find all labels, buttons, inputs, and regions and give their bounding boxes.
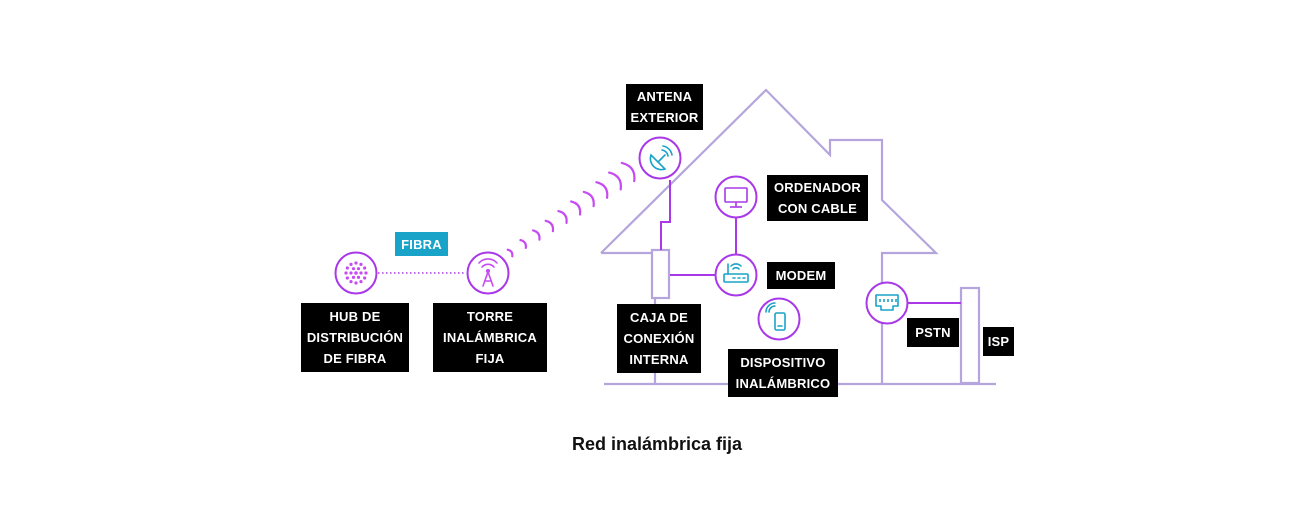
satellite-dish-icon: [638, 136, 682, 180]
hub-dot: [359, 262, 363, 266]
label-isp: ISP: [983, 327, 1014, 356]
label-dispositivo: DISPOSITIVO INALÁMBRICO: [728, 349, 838, 397]
hub-dot: [349, 271, 353, 275]
fiber-hub-icon: [334, 251, 378, 295]
hub-dot: [354, 271, 358, 275]
hub-dot: [354, 281, 358, 285]
hub-dot: [356, 267, 361, 271]
hub-dot: [349, 262, 353, 266]
signal-arc: [595, 181, 609, 199]
hub-dot: [354, 261, 358, 265]
ethernet-port-icon: [865, 281, 909, 325]
wireless-signal-arcs: [506, 161, 636, 258]
hub-dot: [345, 266, 349, 270]
hub-dot: [351, 267, 356, 271]
label-caja: CAJA DE CONEXIÓN INTERNA: [617, 304, 701, 373]
signal-arc: [582, 190, 595, 208]
signal-arc: [608, 171, 623, 191]
label-pstn: PSTN: [907, 318, 959, 347]
label-antena: ANTENA EXTERIOR: [626, 84, 703, 130]
hub-dot: [359, 271, 363, 275]
monitor-icon: [714, 175, 758, 219]
smartphone-icon: [757, 297, 801, 341]
signal-arc: [570, 200, 582, 216]
label-hub: HUB DE DISTRIBUCIÓN DE FIBRA: [301, 303, 409, 372]
hub-dot: [345, 276, 349, 280]
hub-dot: [351, 275, 356, 279]
hub-dot: [363, 276, 367, 280]
hub-dot: [349, 280, 353, 284]
diagram-caption: Red inalámbrica fija: [571, 434, 743, 454]
label-ordenador: ORDENADOR CON CABLE: [767, 175, 868, 221]
hub-dot: [359, 280, 363, 284]
hub-dot: [356, 275, 361, 279]
hub-dot: [363, 266, 367, 270]
label-fibra: FIBRA: [395, 232, 448, 256]
signal-arc: [532, 229, 541, 241]
connection-lines: [660, 180, 961, 304]
hub-dot: [364, 271, 368, 275]
label-modem: MODEM: [767, 262, 835, 289]
wireless-tower-icon: [466, 251, 510, 295]
signal-arc: [519, 239, 528, 249]
signal-arc: [506, 248, 514, 258]
label-torre: TORRE INALÁMBRICA FIJA: [433, 303, 547, 372]
signal-arc: [557, 210, 568, 224]
signal-arc: [544, 219, 555, 233]
signal-arc: [620, 161, 636, 183]
router-icon: [714, 253, 758, 297]
hub-dot: [344, 271, 348, 275]
